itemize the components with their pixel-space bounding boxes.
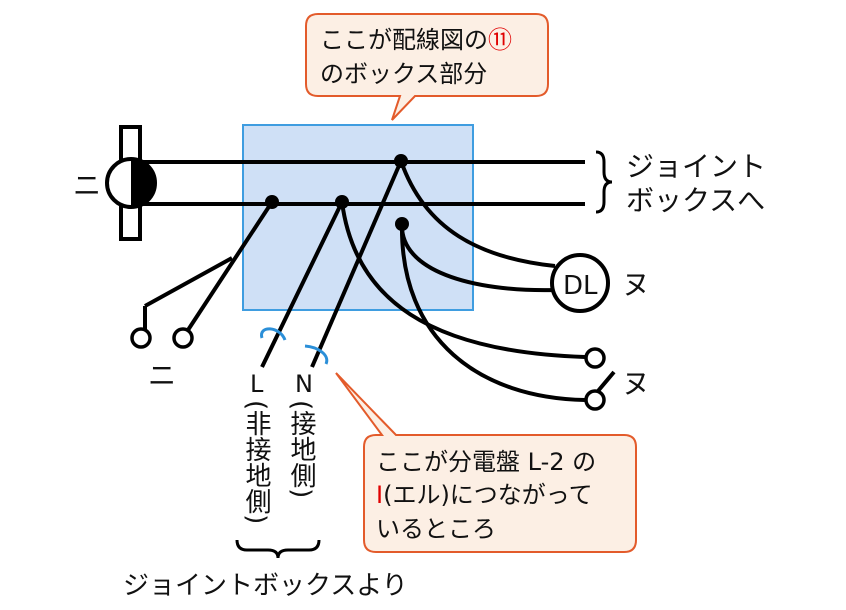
callout-top: ここが配線図の⑪ のボックス部分 bbox=[305, 13, 549, 121]
lamp-ni-symbol bbox=[105, 125, 157, 241]
switch-nu-contact-bottom bbox=[584, 389, 606, 411]
label-to-joint-line1: ジョイント bbox=[626, 150, 766, 183]
callout-top-line2: のボックス部分 bbox=[320, 60, 487, 88]
switch-ni-contact-right bbox=[172, 327, 194, 349]
callout-bottom-line3: いるところ bbox=[376, 515, 496, 543]
brace-bottom bbox=[235, 539, 321, 559]
label-N: N bbox=[295, 370, 313, 398]
callout-top-marker: ⑪ bbox=[488, 26, 512, 54]
svg-text:ここが配線図の⑪: ここが配線図の⑪ bbox=[320, 26, 512, 54]
label-from-joint: ジョイントボックスより bbox=[123, 571, 408, 601]
joint-box bbox=[242, 124, 474, 311]
label-to-joint-line2: ボックスへ bbox=[626, 184, 765, 217]
brace-right bbox=[595, 150, 613, 214]
dl-lamp bbox=[550, 253, 610, 313]
label-L: L bbox=[250, 370, 264, 398]
label-L-vertical: (非接地側) bbox=[241, 400, 271, 524]
callout-top-line1: ここが配線図の bbox=[320, 26, 488, 54]
wire-dl-to-switch-nu bbox=[399, 223, 586, 402]
callout-bottom-line1: ここが分電盤 L-2 の bbox=[376, 448, 596, 476]
switch-ni-lever-top bbox=[144, 256, 233, 308]
wire-dl-junction-to-dl bbox=[399, 223, 556, 293]
label-ni-lamp: ニ bbox=[73, 169, 101, 202]
cable-marker-left bbox=[260, 327, 287, 341]
cable-marker-right bbox=[304, 344, 329, 365]
label-ni-switch: ニ bbox=[148, 359, 176, 392]
callout-bottom: ここが分電盤 L-2 の I(エル)につながって いるところ bbox=[335, 372, 637, 553]
label-nu-light: ヌ bbox=[622, 268, 650, 301]
label-nu-switch: ヌ bbox=[622, 367, 650, 400]
switch-nu-lever bbox=[596, 370, 616, 393]
svg-text:I(エル)につながって: I(エル)につながって bbox=[376, 481, 593, 509]
callout-bottom-red-i: I bbox=[376, 481, 383, 509]
wire-top-to-dl bbox=[399, 160, 556, 268]
switch-nu-contact-top bbox=[584, 347, 606, 369]
wire-L bbox=[260, 201, 344, 368]
wire-mid-to-switch-nu bbox=[340, 201, 586, 359]
wire-switch-ni-right bbox=[186, 200, 274, 332]
label-N-vertical: (接地側) bbox=[286, 400, 316, 498]
wire-N bbox=[310, 160, 403, 368]
label-dl: DL bbox=[563, 271, 598, 301]
switch-ni-contact-left bbox=[130, 327, 152, 349]
callout-bottom-line2: (エル)につながって bbox=[383, 481, 593, 509]
